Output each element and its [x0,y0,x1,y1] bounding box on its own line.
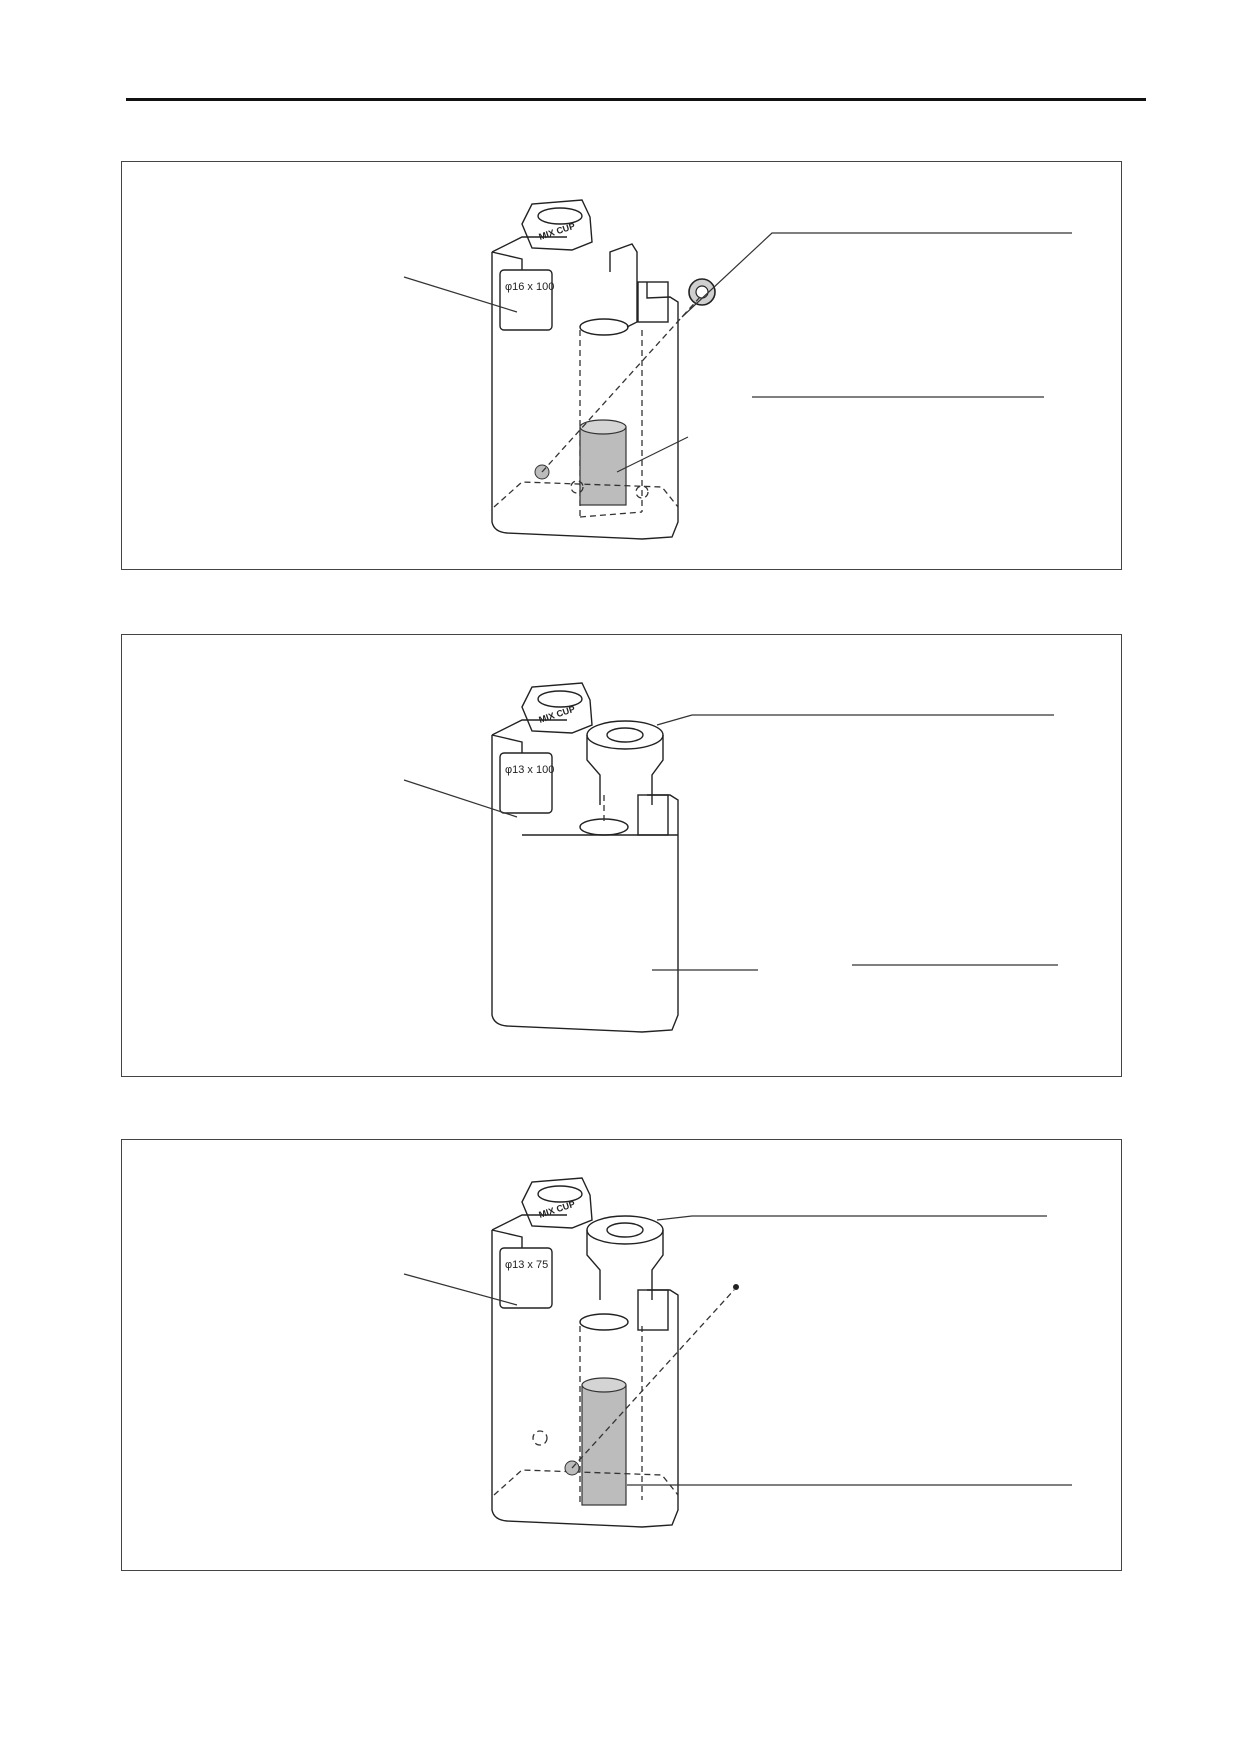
diagram-panel-3: MIX CUP φ13 x 75 [121,1139,1122,1571]
header-rule [126,98,1146,101]
collar-ring [586,720,664,750]
size-label: φ13 x 75 [505,1259,548,1271]
diagram-panel-1: MIX CUP φ16 x 100 [121,161,1122,570]
collar-ring [586,1215,664,1245]
pin-part [733,1284,739,1290]
rack-adapter-diagram-2: MIX CUP φ13 x 100 [403,682,1058,1033]
diagram-panel-2: MIX CUP φ13 x 100 [121,634,1122,1077]
rack-adapter-diagram-1: MIX CUP φ16 x 100 [403,199,1072,540]
insert-sleeve [581,1384,627,1506]
insert-sleeve [579,426,627,506]
size-label: φ13 x 100 [505,764,554,776]
size-label: φ16 x 100 [505,281,554,293]
rack-adapter-diagram-3: MIX CUP φ13 x 75 [403,1177,1072,1528]
